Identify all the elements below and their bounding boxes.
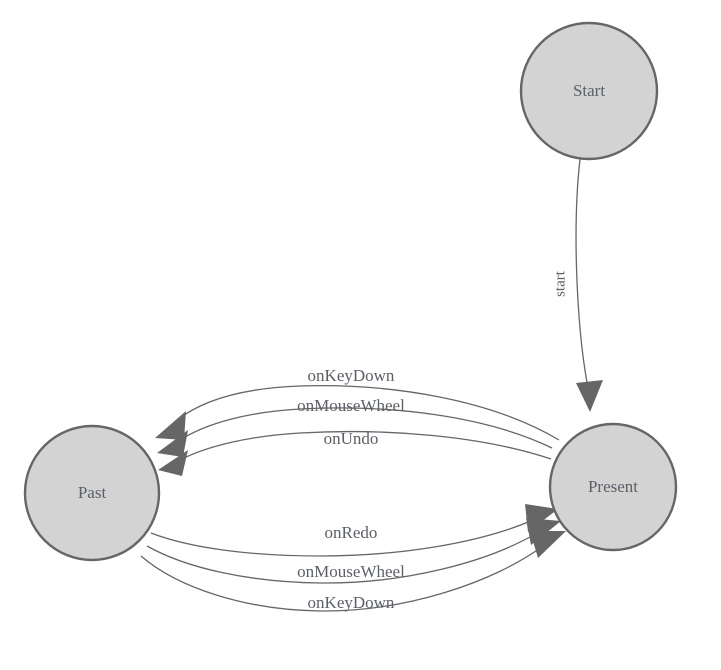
node-present-label: Present: [588, 477, 638, 496]
edge-present-to-past-onmousewheel-arrowhead: [157, 430, 188, 457]
edge-past-to-present-onmousewheel-path: [146, 532, 538, 584]
edge-present-to-past-onundo-path: [181, 430, 552, 460]
edge-past-to-present-onredo[interactable]: onRedo: [150, 504, 558, 557]
node-past[interactable]: Past: [23, 424, 161, 562]
edge-past-to-present-onredo-path: [150, 519, 534, 557]
edge-start-to-present-path: [575, 158, 589, 389]
edge-past-to-present-onkeydown-arrowhead: [530, 531, 566, 558]
edge-start-to-present[interactable]: start: [552, 158, 603, 412]
node-present-circle: [548, 422, 678, 552]
edge-label-onmousewheel-top: onMouseWheel: [297, 396, 405, 415]
edge-past-to-present-onkeydown-path: [140, 545, 544, 612]
node-start-label: Start: [573, 81, 605, 100]
edge-past-to-present-onkeydown[interactable]: onKeyDown: [140, 531, 566, 612]
edge-label-onredo: onRedo: [325, 523, 378, 542]
edge-present-to-past-onmousewheel[interactable]: onMouseWheel: [157, 396, 553, 457]
node-past-label: Past: [78, 483, 107, 502]
node-past-circle: [23, 424, 161, 562]
edge-label-onkeydown-bottom: onKeyDown: [308, 593, 395, 612]
edge-present-to-past-onkeydown[interactable]: onKeyDown: [155, 366, 560, 441]
edge-present-to-past-onkeydown-path: [175, 385, 560, 441]
edge-label-onkeydown-top: onKeyDown: [308, 366, 395, 385]
edge-present-to-past-onkeydown-arrowhead: [155, 411, 186, 440]
node-present[interactable]: Present: [548, 422, 678, 552]
edge-present-to-past-onundo[interactable]: onUndo: [158, 429, 552, 476]
edge-label-onmousewheel-bottom: onMouseWheel: [297, 562, 405, 581]
edge-label-start: start: [552, 270, 568, 297]
edge-start-to-present-arrowhead: [576, 380, 603, 412]
node-start-circle: [519, 21, 659, 161]
edge-label-onundo: onUndo: [324, 429, 379, 448]
edge-present-to-past-onundo-arrowhead: [158, 450, 188, 476]
node-start[interactable]: Start: [519, 21, 659, 161]
edge-present-to-past-onmousewheel-path: [179, 407, 553, 449]
